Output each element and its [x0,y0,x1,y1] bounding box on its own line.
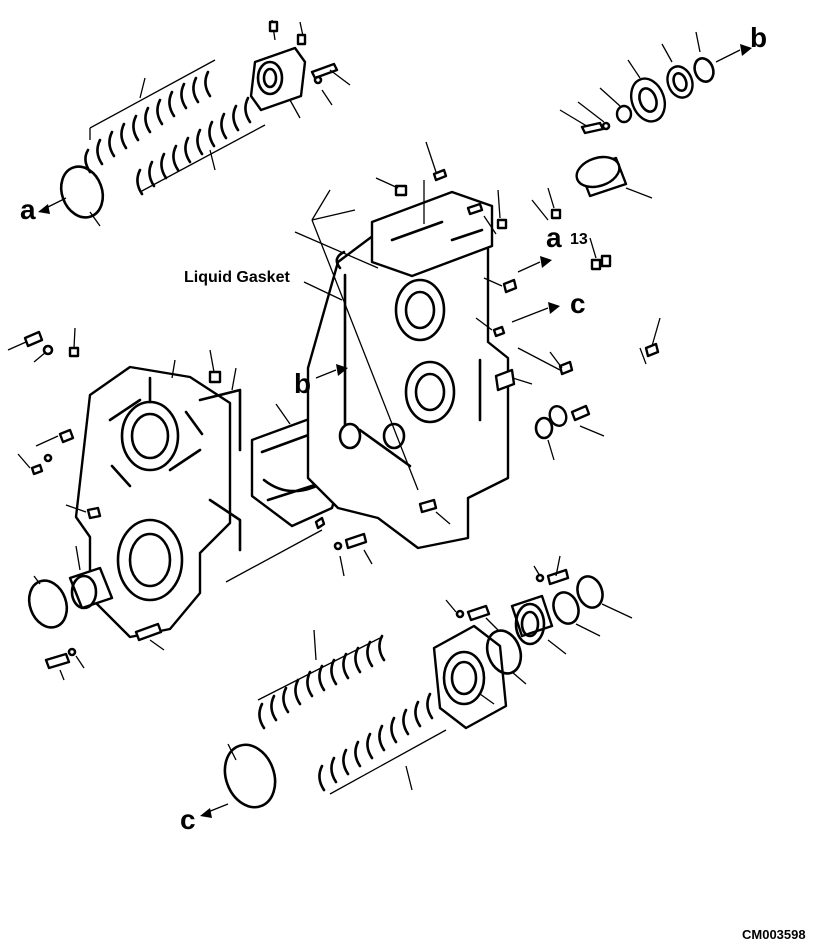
large-ring [575,155,653,199]
callout-a-left: a [20,194,36,225]
central-transmission-case [294,141,661,550]
arrow-c-bottom [200,803,229,818]
top-bearing-stack [559,31,752,135]
callout-13: 13 [570,231,588,248]
left-cover [27,545,165,681]
callout-c-bottom: c [180,804,196,835]
arrow-b-mid [315,364,348,379]
left-transmission-case [7,327,242,639]
callout-c-right: c [570,288,586,319]
lower-center-bolts [225,529,373,583]
liquid-gasket-label: Liquid Gasket [184,269,290,286]
callout-b-mid: b [294,368,312,399]
callout-a-right: a [546,222,562,253]
liquid-gasket-leader [303,281,343,301]
top-clutch-disc-pack [59,59,266,227]
bottom-clutch-disc-pack [223,629,447,809]
bottom-housing [432,555,633,730]
drawing-code: CM003598 [742,927,806,942]
arrow-a-left [38,197,67,214]
top-piston-housing [249,19,351,119]
callout-b-top: b [750,22,768,53]
